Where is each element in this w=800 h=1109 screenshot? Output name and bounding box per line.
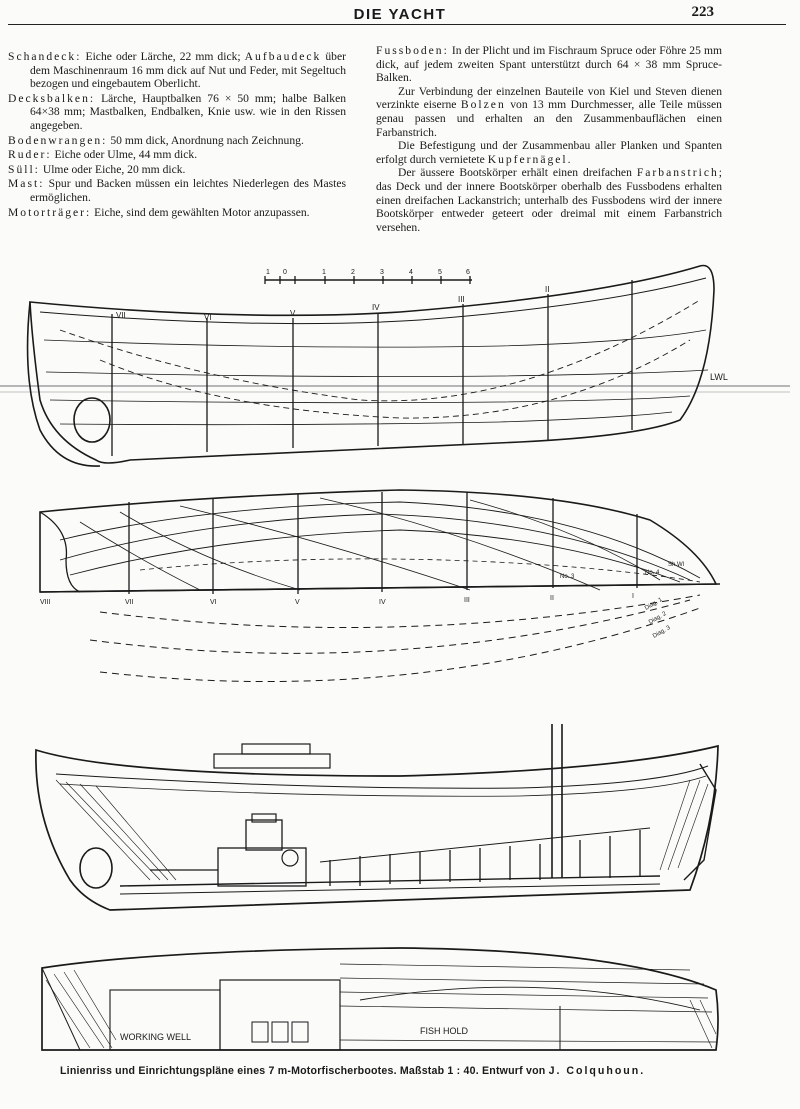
spec-term: Ruder: [8, 148, 52, 162]
waterline-label: Sh Wl [668, 562, 684, 568]
page-header-title: DIE YACHT [353, 6, 447, 23]
spec-mast: Mast: Spur und Backen müssen ein leichte… [8, 177, 346, 204]
scale-label: 6 [466, 269, 470, 276]
scale-label: 1 [322, 269, 326, 276]
station-label: IV [379, 599, 386, 606]
header-rule [8, 24, 786, 25]
scale-label: 5 [438, 269, 442, 276]
scale-label: 0 [283, 269, 287, 276]
spec-text: 50 mm dick, Anordnung nach Zeichnung. [110, 133, 304, 147]
half-breadth-view: VIII VII VI V IV III II I No. 3 No. 4 Sh… [39, 489, 721, 606]
emphasis-text: Farbanstrich [636, 166, 719, 180]
station-label: II [550, 595, 554, 602]
paragraph-text: von 13 mm Durchmesser, alle Teile müssen… [376, 98, 722, 139]
station-label: VI [204, 313, 212, 322]
spec-text: Eiche, sind dem gewählten Motor anzupass… [94, 205, 310, 219]
paragraph-text: Die Befestigung und der Zusammenbau alle… [376, 139, 722, 166]
spec-text: Eiche oder Lärche, 22 mm dick; [85, 50, 245, 63]
station-label: VIII [40, 599, 51, 606]
emphasis-text: Bolzen [460, 98, 506, 112]
station-label: VI [210, 599, 217, 606]
waterline-label: No. 3 [560, 574, 575, 580]
spec-term: Süll: [8, 162, 40, 176]
spec-text: Spur und Backen müssen ein leichtes Nied… [30, 177, 346, 204]
scale-label: 1 [266, 269, 270, 276]
diagonal-label: Diag. 2 [648, 611, 668, 626]
station-label: V [290, 309, 296, 318]
scale-label: 2 [351, 269, 355, 276]
station-label: II [545, 285, 549, 294]
station-label: VII [116, 311, 126, 320]
specifications-right-column: Fussboden: In der Plicht und im Fischrau… [376, 44, 722, 234]
paragraph-text: Zur Verbindung der einzelnen Bauteile vo… [376, 84, 722, 112]
caption-design-prefix: Entwurf von [482, 1065, 546, 1077]
emphasis-text: Kupfernägel [487, 152, 568, 166]
spec-motortraeger: Motorträger: Eiche, sind dem gewählten M… [8, 206, 346, 220]
paragraph-bolzen: Zur Verbindung der einzelnen Bauteile vo… [376, 85, 722, 139]
spec-text: Ulme oder Eiche, 20 mm dick. [42, 162, 186, 176]
waterline-label: No. 4 [645, 570, 660, 576]
scale-bar: 1 0 1 2 3 4 5 6 [264, 269, 472, 284]
spec-text: In der Plicht und im Fischraum Spruce od… [376, 44, 722, 85]
spec-text: Lärche, Hauptbalken 76 × 50 mm; halbe Ba… [30, 91, 347, 132]
station-label: I [632, 593, 634, 600]
spec-term: Bodenwrangen: [8, 133, 108, 147]
spec-schandeck: Schandeck: Eiche oder Lärche, 22 mm dick… [8, 50, 346, 91]
caption-scale: Maßstab 1 : 40. [399, 1065, 479, 1077]
spec-term: Schandeck: [8, 50, 82, 63]
spec-ruder: Ruder: Eiche oder Ulme, 44 mm dick. [8, 148, 346, 162]
lwl-label: LWL [710, 372, 728, 382]
inboard-profile-view [35, 724, 719, 911]
profile-view: VII VI V IV III II LWL [0, 264, 790, 467]
paragraph-fussboden: Fussboden: In der Plicht und im Fischrau… [376, 44, 722, 85]
paragraph-text: . [567, 152, 571, 166]
fish-hold-label: FISH HOLD [420, 1026, 469, 1036]
diagonals-view: Diag. 1 Diag. 2 Diag. 3 [89, 594, 701, 682]
spec-bodenwrangen: Bodenwrangen: 50 mm dick, Anordnung nach… [8, 134, 346, 148]
working-well-label: WORKING WELL [120, 1032, 191, 1042]
spec-term: Aufbaudeck [244, 50, 322, 63]
scale-label: 3 [380, 269, 384, 276]
spec-term: Decksbalken: [8, 91, 96, 105]
scale-label: 4 [409, 269, 413, 276]
paragraph-text: ; das Deck und der innere Bootskörper ob… [376, 166, 722, 234]
paragraph-befestigung: Die Befestigung und der Zusammenbau alle… [376, 139, 722, 166]
page-number: 223 [691, 4, 715, 20]
spec-term: Motorträger: [8, 205, 92, 219]
station-label: IV [372, 303, 380, 312]
diagonal-label: Diag. 3 [652, 625, 672, 640]
spec-text: über dem Maschinenraum 16 mm dick auf Nu… [30, 50, 346, 91]
station-label: V [295, 599, 300, 606]
spec-decksbalken: Decksbalken: Lärche, Hauptbalken 76 × 50… [8, 92, 346, 133]
figure-caption: Linienriss und Einrichtungspläne eines 7… [60, 1065, 760, 1077]
caption-main: Linienriss und Einrichtungspläne eines 7… [60, 1065, 397, 1077]
station-label: III [458, 295, 465, 304]
station-label: VII [125, 599, 134, 606]
spec-term: Fussboden: [376, 44, 449, 57]
spec-suell: Süll: Ulme oder Eiche, 20 mm dick. [8, 163, 346, 177]
paragraph-anstrich: Der äussere Bootskörper erhält einen dre… [376, 166, 722, 234]
specifications-left-column: Schandeck: Eiche oder Lärche, 22 mm dick… [8, 50, 346, 220]
station-label: III [464, 597, 470, 604]
paragraph-text: Der äussere Bootskörper erhält einen dre… [398, 166, 637, 180]
spec-text: Eiche oder Ulme, 44 mm dick. [54, 148, 198, 162]
spec-term: Mast: [8, 177, 45, 191]
deck-plan-view: WORKING WELL FISH HOLD [41, 947, 719, 1051]
caption-designer: J. Colquhoun. [548, 1065, 646, 1077]
